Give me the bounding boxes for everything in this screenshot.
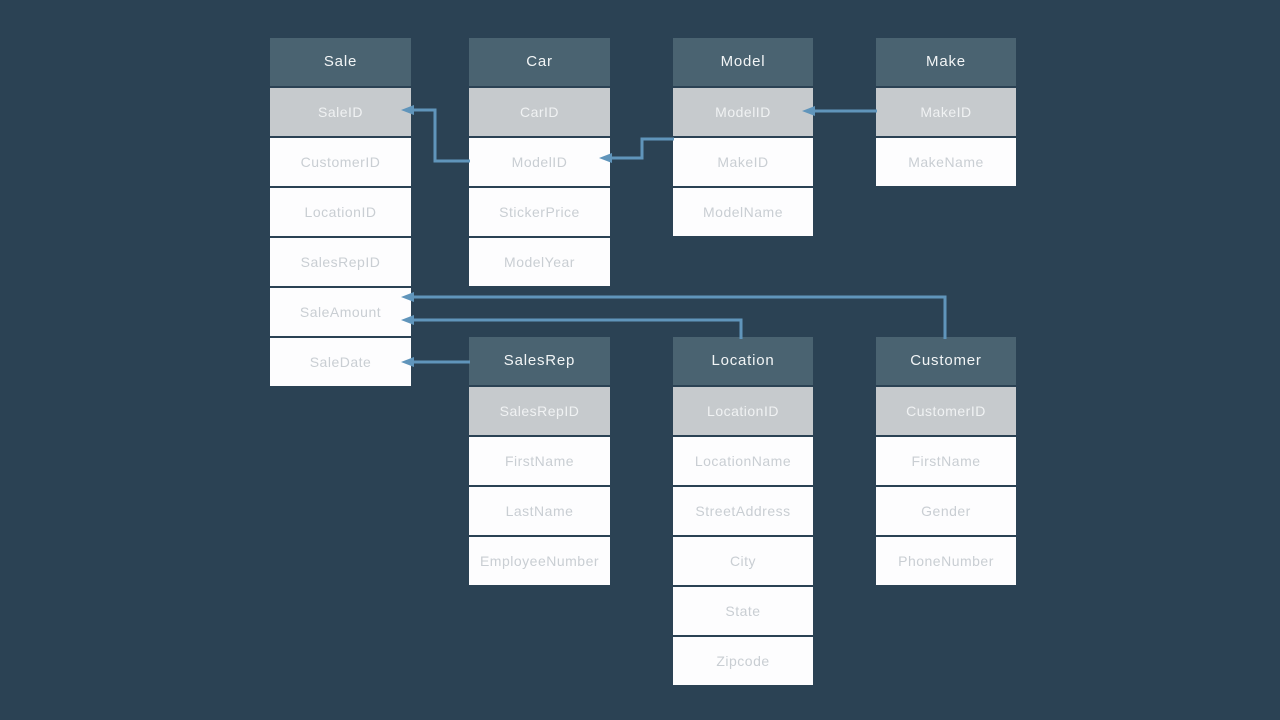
field-customer-firstname: FirstName xyxy=(876,437,1016,485)
field-customer-phonenumber: PhoneNumber xyxy=(876,537,1016,585)
field-sale-salesrepid: SalesRepID xyxy=(270,238,411,286)
field-sale-locationid: LocationID xyxy=(270,188,411,236)
field-salesrep-employeenumber: EmployeeNumber xyxy=(469,537,610,585)
field-salesrep-salesrepid: SalesRepID xyxy=(469,387,610,435)
field-sale-saleamount: SaleAmount xyxy=(270,288,411,336)
field-sale-customerid: CustomerID xyxy=(270,138,411,186)
field-customer-gender: Gender xyxy=(876,487,1016,535)
field-sale-saledate: SaleDate xyxy=(270,338,411,386)
field-car-modelyear: ModelYear xyxy=(469,238,610,286)
field-location-city: City xyxy=(673,537,813,585)
connector-car-modelid-to-model-modelid xyxy=(609,137,674,160)
table-title-car: Car xyxy=(469,38,610,86)
field-car-modelid: ModelID xyxy=(469,138,610,186)
connector-sale-to-customer xyxy=(411,295,947,339)
field-salesrep-lastname: LastName xyxy=(469,487,610,535)
field-location-locationid: LocationID xyxy=(673,387,813,435)
field-car-carid: CarID xyxy=(469,88,610,136)
table-title-customer: Customer xyxy=(876,337,1016,385)
table-title-salesrep: SalesRep xyxy=(469,337,610,385)
field-model-modelid: ModelID xyxy=(673,88,813,136)
field-location-streetaddress: StreetAddress xyxy=(673,487,813,535)
field-location-zipcode: Zipcode xyxy=(673,637,813,685)
table-title-location: Location xyxy=(673,337,813,385)
connector-sale-saleid-to-car-modelid xyxy=(411,108,470,163)
field-location-state: State xyxy=(673,587,813,635)
field-salesrep-firstname: FirstName xyxy=(469,437,610,485)
field-customer-customerid: CustomerID xyxy=(876,387,1016,435)
field-make-makename: MakeName xyxy=(876,138,1016,186)
field-car-stickerprice: StickerPrice xyxy=(469,188,610,236)
table-title-sale: Sale xyxy=(270,38,411,86)
field-model-makeid: MakeID xyxy=(673,138,813,186)
table-title-model: Model xyxy=(673,38,813,86)
field-make-makeid: MakeID xyxy=(876,88,1016,136)
field-location-locationname: LocationName xyxy=(673,437,813,485)
field-sale-saleid: SaleID xyxy=(270,88,411,136)
table-title-make: Make xyxy=(876,38,1016,86)
field-model-modelname: ModelName xyxy=(673,188,813,236)
